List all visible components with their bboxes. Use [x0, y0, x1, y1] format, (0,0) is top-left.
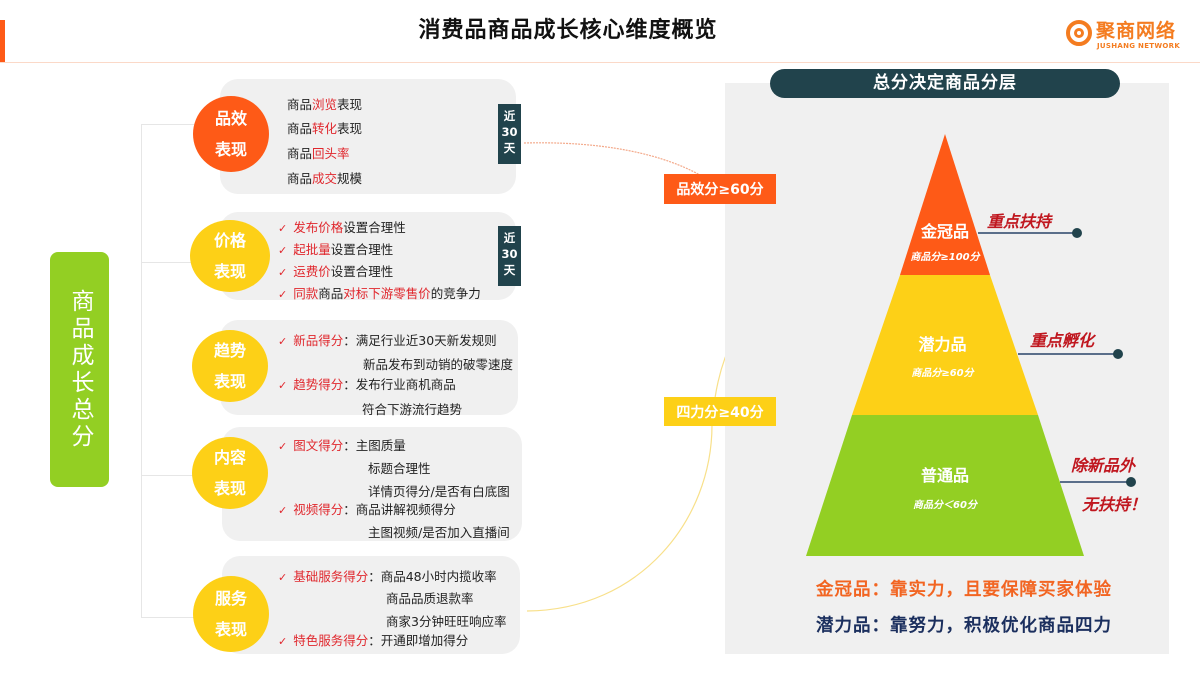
- category-name-line1: 趋势: [213, 341, 246, 360]
- check-icon: ✓: [278, 288, 288, 301]
- category-name-line2: 表现: [214, 140, 247, 159]
- category-circle-price: 价格 表现: [190, 220, 270, 292]
- logo-en-text: JUSHANG NETWORK: [1097, 42, 1181, 50]
- category-name-line1: 服务: [214, 589, 247, 608]
- callout-dot: [1113, 349, 1123, 359]
- category-circle-content: 内容 表现: [192, 437, 268, 509]
- root-label: 商品成长总分: [67, 288, 93, 451]
- list-item: 商品浏览表现: [287, 97, 363, 112]
- category-panel-efficiency: 商品浏览表现 商品转化表现 商品回头率 商品成交规模: [220, 79, 516, 194]
- callout-gold: 重点扶持: [987, 212, 1052, 231]
- category-panel-content: ✓图文得分：主图质量 标题合理性 详情页得分/是否有白底图 ✓视频得分：商品讲解…: [222, 427, 522, 541]
- efficiency-score-tag: 品效分≥60分: [664, 174, 776, 204]
- list-item: ✓新品得分：满足行业近30天新发规则: [278, 333, 497, 348]
- list-item: ✓图文得分：主图质量: [278, 438, 406, 453]
- summary-gold: 金冠品：靠实力，且要保障买家体验: [816, 580, 1112, 600]
- root-total-score-box: 商品成长总分: [50, 252, 109, 487]
- list-item: ✓视频得分：商品讲解视频得分: [278, 502, 456, 517]
- list-item: ✓同款商品对标下游零售价的竞争力: [278, 286, 481, 301]
- category-name-line1: 价格: [213, 231, 246, 250]
- callout-connector: [1018, 353, 1116, 355]
- list-item: 标题合理性: [368, 461, 431, 476]
- check-icon: ✓: [278, 440, 288, 453]
- category-circle-efficiency: 品效 表现: [193, 96, 269, 172]
- list-item: ✓运费价设置合理性: [278, 264, 394, 279]
- callout-normal-line2: 无扶持！: [1082, 495, 1147, 514]
- check-icon: ✓: [278, 504, 288, 517]
- tier-panel-title: 总分决定商品分层: [770, 69, 1120, 98]
- list-item: ✓基础服务得分：商品48小时内揽收率: [278, 569, 497, 584]
- page-title: 消费品商品成长核心维度概览: [418, 18, 718, 43]
- list-item: 商品回头率: [287, 146, 350, 161]
- logo-cn-text: 聚商网络: [1096, 20, 1177, 42]
- category-circle-service: 服务 表现: [193, 576, 269, 652]
- callout-potential: 重点孵化: [1030, 331, 1095, 350]
- tier-gold-label: 金冠品 商品分≥100分: [910, 222, 980, 263]
- callout-dot: [1072, 228, 1082, 238]
- list-item: 符合下游流行趋势: [362, 402, 463, 417]
- target-ring-icon: [1066, 20, 1092, 46]
- list-item: 商品成交规模: [287, 171, 363, 186]
- check-icon: ✓: [278, 335, 288, 348]
- tier-normal-shape: [806, 415, 1084, 556]
- callout-normal-line1: 除新品外: [1071, 456, 1136, 475]
- tier-potential-label: 潜力品 商品分≥60分: [911, 335, 974, 379]
- list-item: 详情页得分/是否有白底图: [368, 484, 510, 499]
- category-name-line1: 品效: [214, 109, 247, 128]
- list-item: 商家3分钟旺旺响应率: [386, 614, 507, 629]
- check-icon: ✓: [278, 266, 288, 279]
- tree-branch-line: [141, 617, 201, 618]
- tree-trunk-line: [141, 124, 142, 618]
- category-name-line1: 内容: [213, 448, 246, 467]
- category-circle-trend: 趋势 表现: [192, 330, 268, 402]
- list-item: ✓起批量设置合理性: [278, 242, 394, 257]
- header-divider: [0, 62, 1200, 63]
- category-name-line2: 表现: [213, 479, 246, 498]
- header-accent-bar: [0, 20, 5, 63]
- check-icon: ✓: [278, 222, 288, 235]
- list-item: 主图视频/是否加入直播间: [368, 525, 510, 540]
- category-panel-service: ✓基础服务得分：商品48小时内揽收率 商品品质退款率 商家3分钟旺旺响应率 ✓特…: [222, 556, 520, 654]
- check-icon: ✓: [278, 635, 288, 648]
- list-item: ✓发布价格设置合理性: [278, 220, 406, 235]
- list-item: ✓特色服务得分：开通即增加得分: [278, 633, 469, 648]
- callout-dot: [1126, 477, 1136, 487]
- tree-branch-line: [141, 262, 201, 263]
- summary-potential: 潜力品：靠努力，积极优化商品四力: [816, 616, 1112, 636]
- brand-logo: 聚商网络 JUSHANG NETWORK: [1064, 16, 1196, 54]
- tier-potential-shape: [852, 275, 1038, 415]
- category-name-line2: 表现: [213, 262, 246, 281]
- list-item: ✓趋势得分：发布行业商机商品: [278, 377, 456, 392]
- category-name-line2: 表现: [213, 372, 246, 391]
- category-name-line2: 表现: [214, 620, 247, 639]
- check-icon: ✓: [278, 379, 288, 392]
- tree-branch-line: [141, 475, 201, 476]
- tree-branch-line: [141, 124, 201, 125]
- callout-connector: [978, 232, 1076, 234]
- check-icon: ✓: [278, 571, 288, 584]
- list-item: 新品发布到动销的破零速度: [363, 357, 514, 372]
- category-panel-trend: ✓新品得分：满足行业近30天新发规则 新品发布到动销的破零速度 ✓趋势得分：发布…: [220, 320, 518, 417]
- tier-pyramid: [806, 134, 1084, 556]
- list-item: 商品转化表现: [287, 121, 363, 136]
- tier-normal-label: 普通品 商品分＜60分: [913, 466, 977, 511]
- check-icon: ✓: [278, 244, 288, 257]
- callout-connector: [1060, 481, 1130, 483]
- four-power-score-tag: 四力分≥40分: [664, 397, 776, 426]
- tier-gold-shape: [900, 134, 990, 275]
- list-item: 商品品质退款率: [386, 591, 474, 606]
